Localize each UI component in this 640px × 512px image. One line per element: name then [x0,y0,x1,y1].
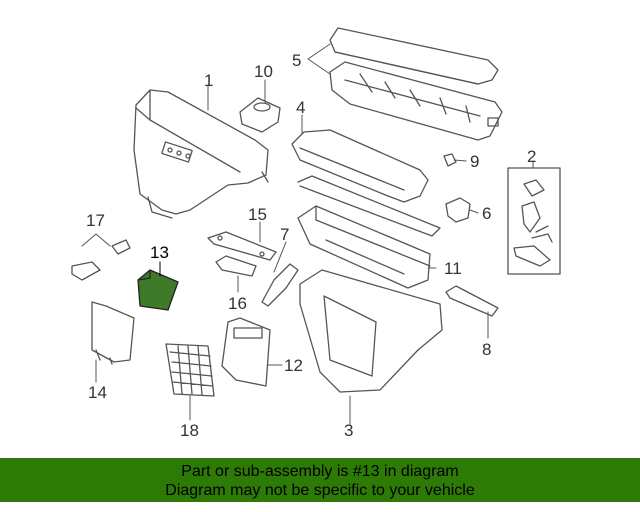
callout-1: 1 [204,71,213,90]
callout-10: 10 [254,62,273,81]
info-banner: Part or sub-assembly is #13 in diagram D… [0,458,640,502]
part-10-cap [239,97,281,133]
part-1-console-front [133,89,269,219]
part-18-net [165,343,215,397]
callout-18: 18 [180,421,199,440]
part-16-switch [215,255,257,277]
part-11-storage-bin [297,205,431,289]
part-17-fasteners [71,239,131,281]
part-12-panel [221,317,271,387]
part-6-bracket [445,197,471,223]
callout-15: 15 [248,205,267,224]
part-7-seal [261,175,441,307]
part-2-bracket-set [507,167,561,275]
part-4-armrest-pad [291,129,429,203]
callout-12: 12 [284,356,303,375]
callout-14: 14 [88,383,107,402]
callout-3: 3 [344,421,353,440]
callout-16: 16 [228,294,247,313]
callout-2: 2 [527,147,536,166]
callout-4: 4 [296,98,305,117]
part-3-console-base [299,269,443,393]
leader-lines [81,43,534,425]
part-9-clip [443,153,457,167]
part-15-bracket [207,231,277,261]
callout-5: 5 [292,51,301,70]
part-8-bracket [445,285,499,317]
banner-line-2: Diagram may not be specific to your vehi… [165,482,475,499]
callout-8: 8 [482,340,491,359]
callout-7: 7 [280,225,289,244]
banner-line-1: Part or sub-assembly is #13 in diagram [181,463,459,480]
callout-11: 11 [444,259,462,278]
part-14-cover [91,301,135,365]
part-5-lid-assembly [329,27,503,141]
parts-diagram: 1 2 3 4 5 6 7 8 9 10 11 12 13 14 15 16 1… [71,27,561,440]
callout-17: 17 [86,211,105,230]
callout-13: 13 [150,243,169,262]
part-13-panel [137,269,179,311]
callout-9: 9 [470,152,479,171]
callout-labels: 1 2 3 4 5 6 7 8 9 10 11 12 13 14 15 16 1… [86,51,536,440]
callout-6: 6 [482,204,491,223]
